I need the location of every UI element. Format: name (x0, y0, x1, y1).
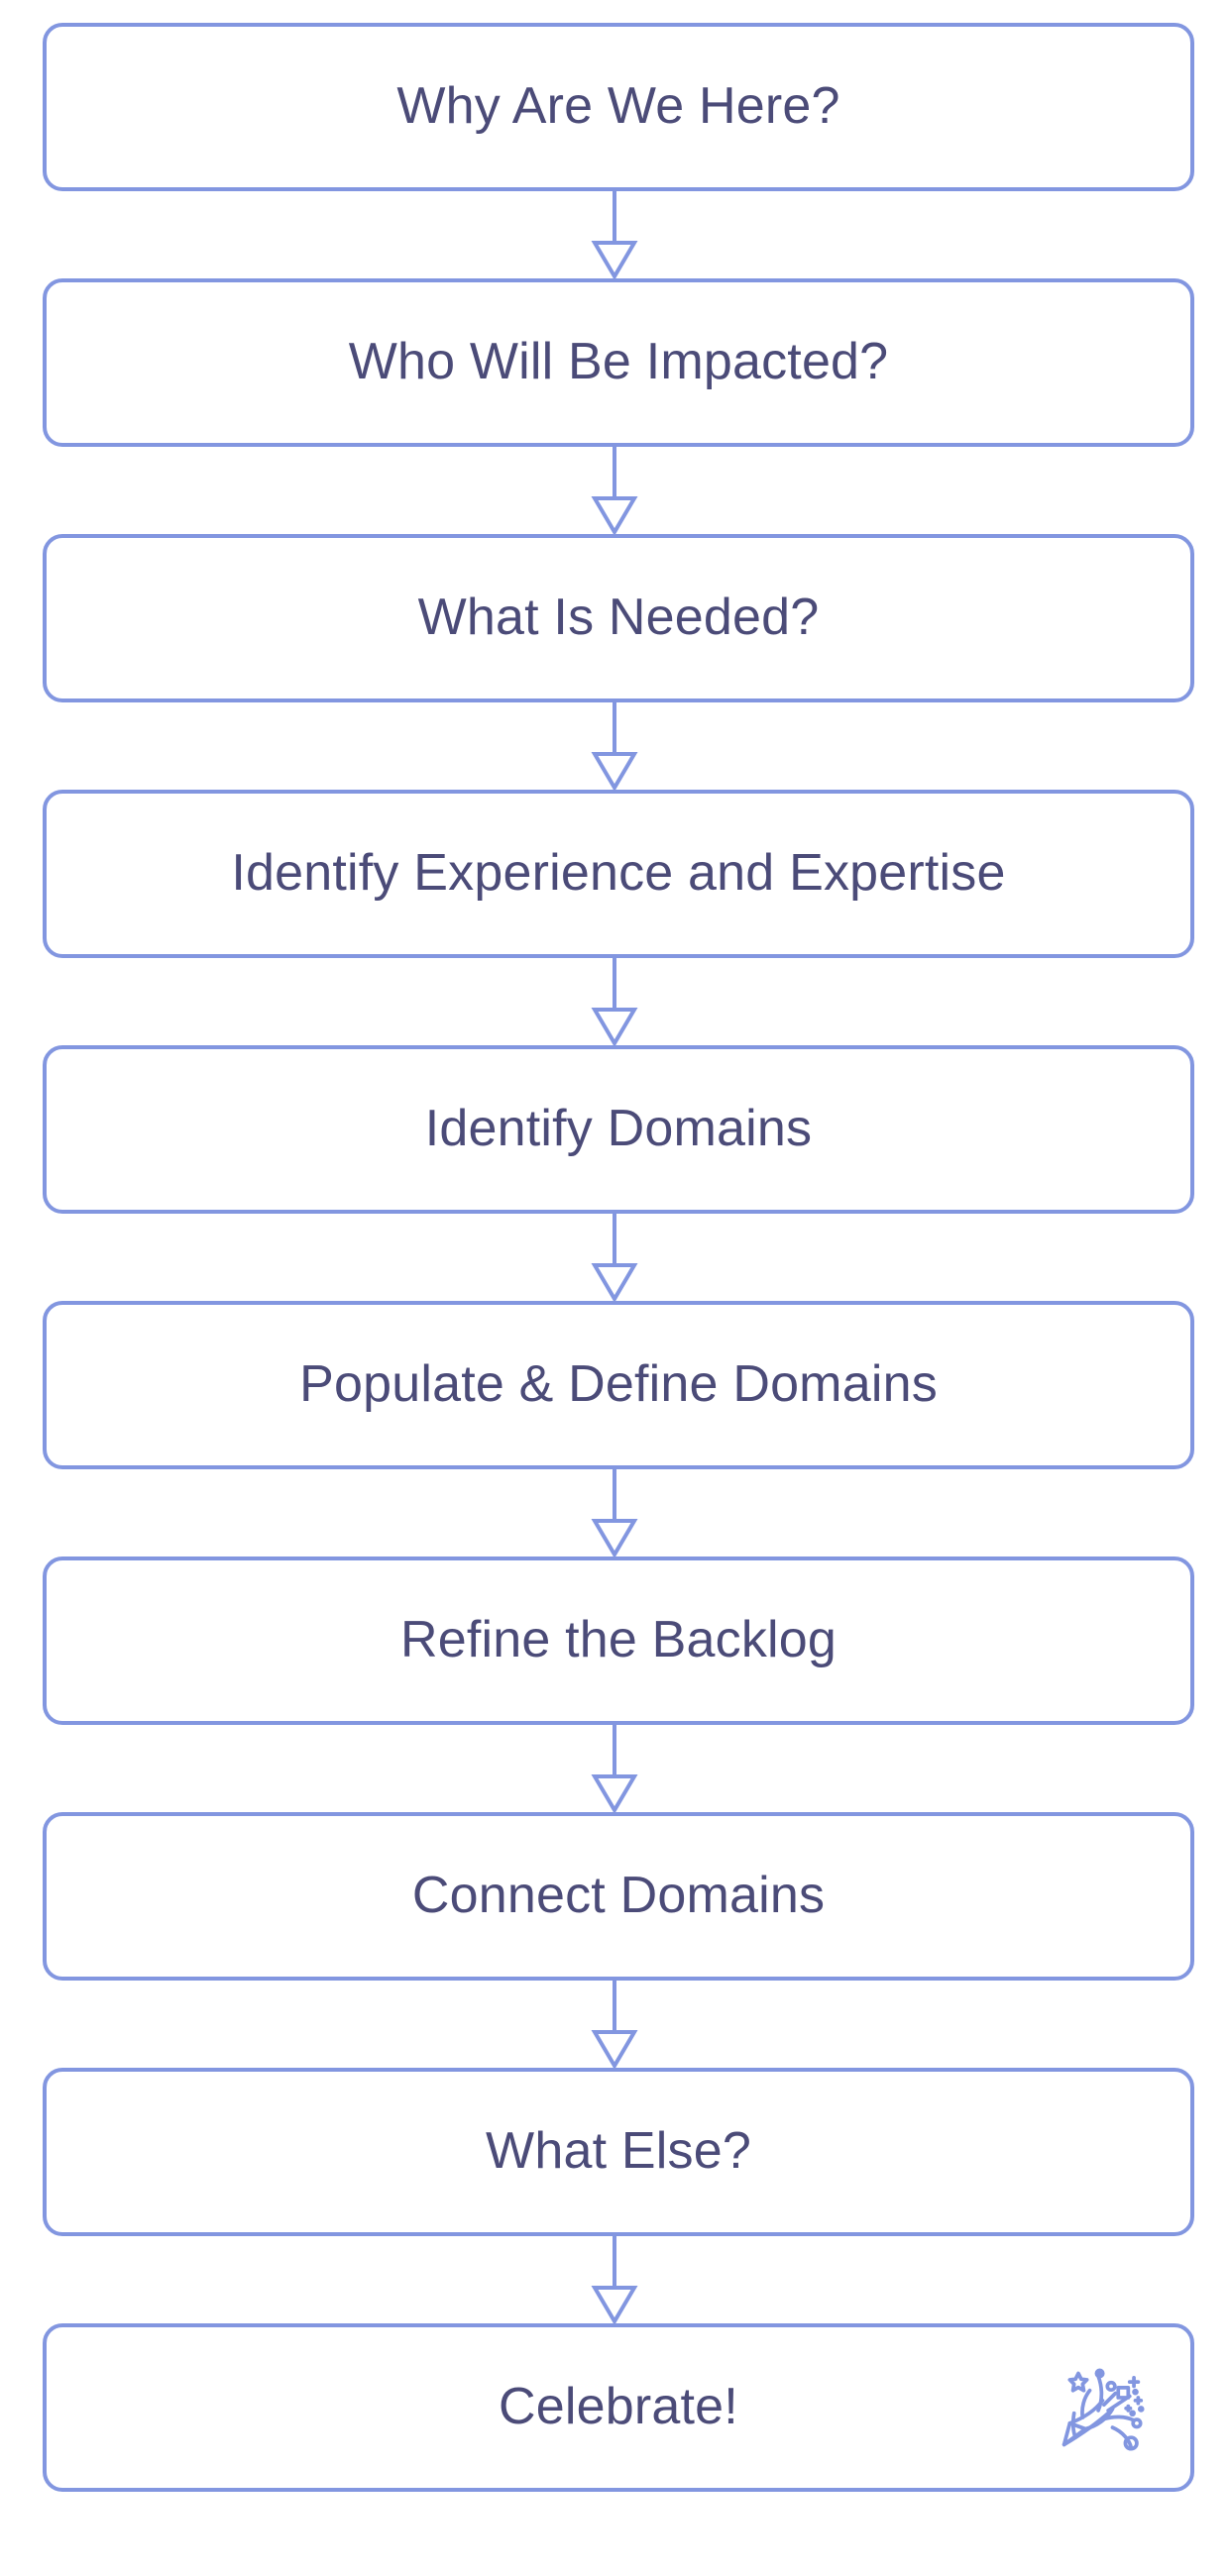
flow-node-n3[interactable]: What Is Needed? (43, 534, 1194, 702)
flow-edge-n8-to-n9 (0, 1981, 1229, 2068)
flow-node-label: What Else? (486, 2122, 751, 2181)
flow-edge-n3-to-n4 (0, 702, 1229, 790)
flow-node-n10[interactable]: Celebrate! (43, 2323, 1194, 2492)
flow-node-n9[interactable]: What Else? (43, 2068, 1194, 2236)
flow-node-n6[interactable]: Populate & Define Domains (43, 1301, 1194, 1469)
flow-node-n4[interactable]: Identify Experience and Expertise (43, 790, 1194, 958)
flow-node-label: Celebrate! (499, 2378, 738, 2436)
party-popper-icon (1056, 2362, 1147, 2453)
flow-node-label: Connect Domains (411, 1867, 826, 1925)
flow-node-label: Identify Domains (424, 1100, 813, 1158)
flow-node-n5[interactable]: Identify Domains (43, 1045, 1194, 1214)
flow-edge-n4-to-n5 (0, 958, 1229, 1045)
flow-edge-n5-to-n6 (0, 1214, 1229, 1301)
flow-node-label: Populate & Define Domains (299, 1355, 938, 1414)
flow-node-label: Why Are We Here? (396, 77, 840, 136)
flow-node-label: Identify Experience and Expertise (231, 844, 1006, 903)
flow-node-n1[interactable]: Why Are We Here? (43, 23, 1194, 191)
flow-node-n2[interactable]: Who Will Be Impacted? (43, 278, 1194, 447)
flow-node-label: Refine the Backlog (399, 1611, 838, 1669)
flow-edge-n2-to-n3 (0, 447, 1229, 534)
flow-node-label: What Is Needed? (417, 589, 820, 647)
flow-edge-n9-to-n10 (0, 2236, 1229, 2323)
flow-node-n7[interactable]: Refine the Backlog (43, 1556, 1194, 1725)
flow-edge-n7-to-n8 (0, 1725, 1229, 1812)
flow-node-n8[interactable]: Connect Domains (43, 1812, 1194, 1981)
flow-node-label: Who Will Be Impacted? (348, 333, 889, 391)
flow-edge-n6-to-n7 (0, 1469, 1229, 1556)
flow-edge-n1-to-n2 (0, 191, 1229, 278)
